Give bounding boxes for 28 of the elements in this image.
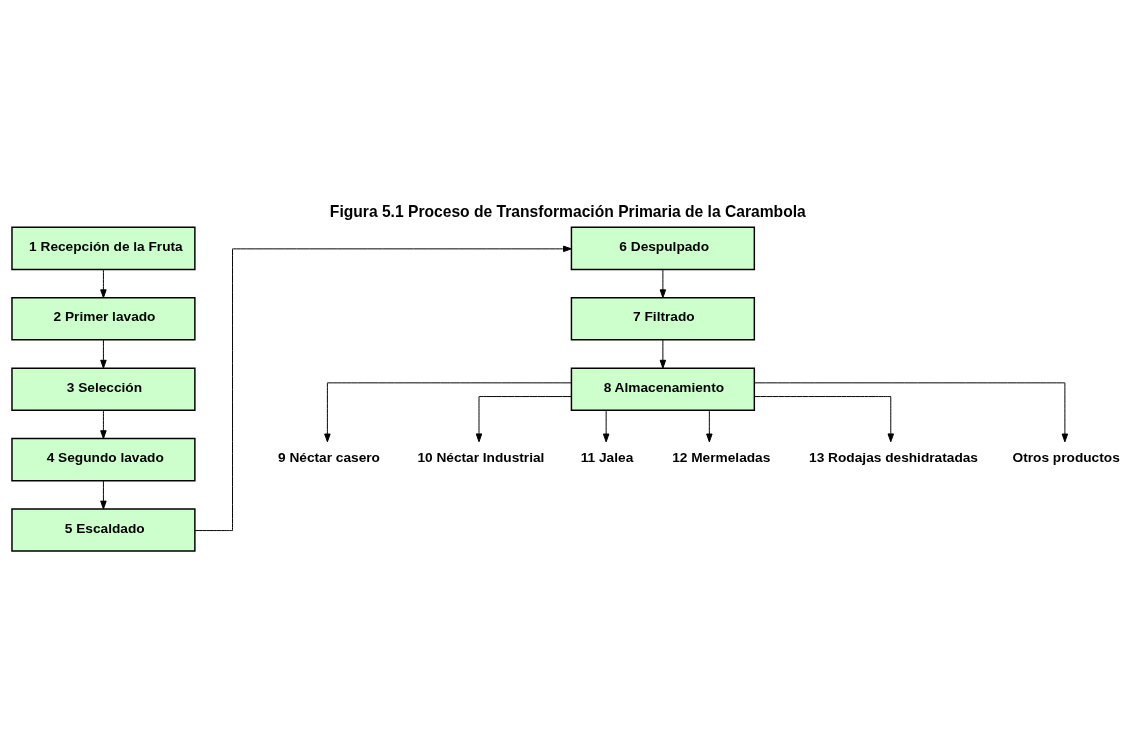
node-box: 7 Filtrado	[570, 296, 756, 341]
node-box: 6 Despulpado	[570, 226, 756, 270]
node-text: 9 Néctar casero	[278, 449, 380, 465]
node-box: 1 Recepción de la Fruta	[11, 226, 196, 270]
arrow	[754, 395, 894, 442]
arrow	[659, 268, 667, 298]
node-box: 8 Almacenamiento	[570, 366, 756, 411]
arrow	[475, 395, 572, 442]
node-box: 2 Primer lavado	[11, 296, 196, 341]
arrow	[100, 268, 107, 298]
node-box: 3 Selección	[11, 366, 196, 411]
node-text: 12 Mermeladas	[672, 449, 771, 465]
node-text: 10 Néctar Industrial	[417, 449, 545, 465]
node-text: 11 Jalea	[580, 449, 634, 465]
diagram-title: Figura 5.1 Proceso de Transformación Primaria de la Carambola	[329, 202, 806, 220]
node-box: 5 Escaldado	[11, 507, 196, 552]
arrow	[100, 409, 107, 439]
arrow	[194, 245, 572, 531]
node-text: 13 Rodajas deshidratadas	[809, 449, 978, 465]
arrow	[100, 338, 107, 369]
arrow	[100, 479, 107, 509]
node-box: 4 Segundo lavado	[11, 437, 196, 481]
arrow	[324, 381, 572, 442]
arrow	[602, 409, 610, 442]
arrow	[753, 381, 1069, 442]
node-text: Otros productos	[1012, 449, 1120, 465]
arrow	[659, 338, 667, 369]
arrow	[706, 409, 713, 442]
